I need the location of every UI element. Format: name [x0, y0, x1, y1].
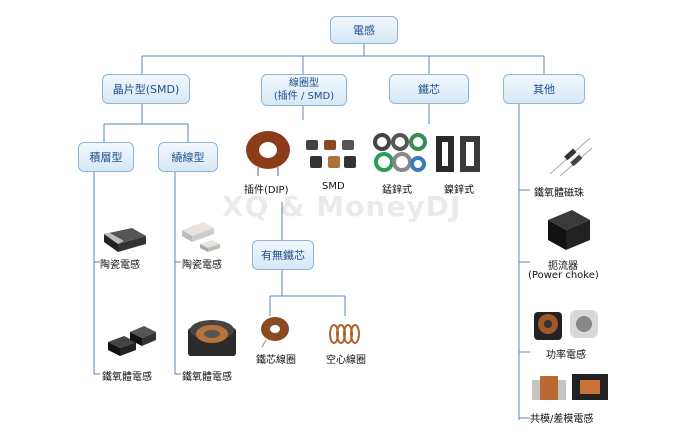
smd-wire-label: SMD	[322, 181, 345, 192]
category-wire-wound-label: 線圈型 (插件 / SMD)	[273, 78, 335, 102]
core-presence-node: 有無鐵芯	[252, 240, 314, 270]
ceramic-wire-chip-image	[182, 222, 220, 252]
ferrite-inductor-1-label: 鐵氧體電感	[102, 372, 152, 383]
dip-label: 插件(DIP)	[244, 185, 289, 196]
ferrite-inductor-2-label: 鐵氧體電感	[182, 372, 232, 383]
mnzn-label: 錳鋅式	[382, 185, 412, 196]
category-smd: 晶片型(SMD)	[102, 74, 190, 104]
category-other-label: 其他	[533, 82, 555, 96]
air-coil-label: 空心線圈	[326, 355, 366, 366]
ferrite-wire-inductor-image	[188, 320, 236, 356]
watermark-text: XQ & MoneyDJ	[222, 190, 462, 223]
category-other: 其他	[503, 74, 585, 104]
choke-english-label: (Power choke)	[528, 270, 599, 281]
ceramic-chip-image	[104, 228, 146, 252]
power-inductor-label: 功率電感	[546, 350, 586, 361]
type-multilayer-label: 積層型	[89, 150, 123, 164]
mnzn-cores-image	[373, 133, 427, 172]
choke-label: 扼流器	[548, 261, 578, 272]
power-choke-image	[548, 210, 590, 250]
ceramic-inductor-2-label: 陶瓷電感	[182, 260, 222, 271]
air-coil-image	[329, 324, 360, 344]
type-wire-label: 繞線型	[171, 150, 205, 164]
nizn-label: 鎳鋅式	[444, 185, 474, 196]
core-presence-label: 有無鐵芯	[261, 248, 305, 262]
type-wire: 繞線型	[158, 142, 218, 172]
ferrite-bead-image	[549, 137, 593, 177]
root-node: 電感	[330, 16, 398, 44]
category-smd-label: 晶片型(SMD)	[112, 82, 180, 96]
ferrite-bead-label: 鐵氧體磁珠	[534, 188, 584, 199]
smd-wire-components-image	[306, 140, 356, 168]
toroid-dip-image	[246, 131, 290, 176]
ferrite-chip-image	[108, 326, 156, 356]
type-multilayer: 積層型	[78, 142, 134, 172]
category-wire-wound: 線圈型 (插件 / SMD)	[261, 74, 347, 106]
power-inductor-image	[534, 310, 598, 340]
core-coil-image	[261, 317, 289, 348]
category-core-label: 鐵芯	[418, 82, 440, 96]
core-coil-label: 鐵芯線圈	[256, 355, 296, 366]
category-core: 鐵芯	[389, 74, 469, 104]
common-mode-choke-image	[532, 374, 608, 400]
ceramic-inductor-1-label: 陶瓷電感	[100, 260, 140, 271]
common-mode-label: 共模/差模電感	[530, 414, 594, 425]
nizn-cores-image	[436, 136, 480, 172]
root-label: 電感	[353, 23, 375, 37]
